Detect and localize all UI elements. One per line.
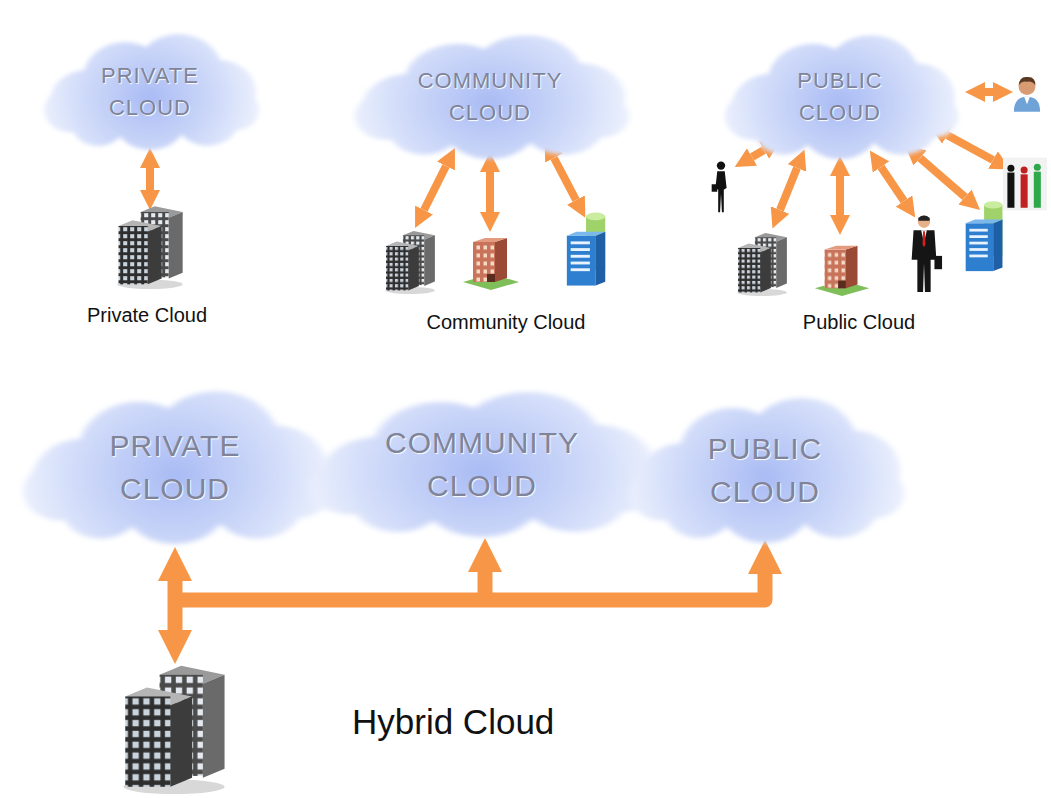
cloud-title: COMMUNITY CLOUD <box>403 65 578 129</box>
caption-label: Community Cloud <box>427 311 586 334</box>
double-arrow <box>947 135 993 160</box>
cloud-node: PUBLIC CLOUD <box>715 31 965 159</box>
cloud-shape <box>10 386 340 544</box>
double-arrow <box>881 167 904 201</box>
cloud-title: PUBLIC CLOUD <box>775 65 905 129</box>
double-arrow <box>836 176 844 215</box>
caption-label: Private Cloud <box>87 304 207 327</box>
cloud-node: COMMUNITY CLOUD <box>295 387 669 537</box>
woman-silhouette <box>712 161 727 212</box>
cloud-title: COMMUNITY CLOUD <box>367 421 597 508</box>
double-arrow <box>554 158 576 200</box>
double-arrow <box>752 150 764 157</box>
double-arrow <box>486 172 494 212</box>
cloud-shape <box>715 31 965 159</box>
caption-label: Hybrid Cloud <box>352 702 554 742</box>
cloud-node: PUBLIC CLOUD <box>618 393 912 543</box>
double-arrow <box>985 88 993 96</box>
cloud-title: PRIVATE CLOUD <box>75 424 275 511</box>
cloud-node: PRIVATE CLOUD <box>35 30 265 150</box>
cloud-node: PRIVATE CLOUD <box>10 386 340 544</box>
office-building <box>737 233 787 296</box>
office-building <box>117 206 182 289</box>
cloud-title: PUBLIC CLOUD <box>678 427 853 514</box>
double-arrow <box>146 168 154 190</box>
branch-arrow <box>478 572 493 600</box>
caption-label: Public Cloud <box>803 311 915 334</box>
brick-building <box>815 246 869 296</box>
double-arrow <box>424 166 446 210</box>
branch-arrow <box>175 574 765 600</box>
person-icon <box>1014 77 1040 112</box>
cloud-shape <box>618 393 912 543</box>
cloud-shape <box>295 387 669 537</box>
double-arrow <box>920 158 965 197</box>
blue-building <box>567 213 605 286</box>
cloud-shape <box>343 31 637 159</box>
cloud-shape <box>35 30 265 150</box>
arrow-group <box>175 572 765 630</box>
double-arrow <box>780 168 797 210</box>
office-building <box>123 666 224 794</box>
blue-building <box>966 201 1003 271</box>
cloud-title: PRIVATE CLOUD <box>85 60 215 124</box>
office-building <box>385 231 435 294</box>
brick-building <box>463 238 519 290</box>
people-group <box>1003 158 1047 211</box>
cloud-node: COMMUNITY CLOUD <box>343 31 637 159</box>
businessman <box>912 216 942 292</box>
